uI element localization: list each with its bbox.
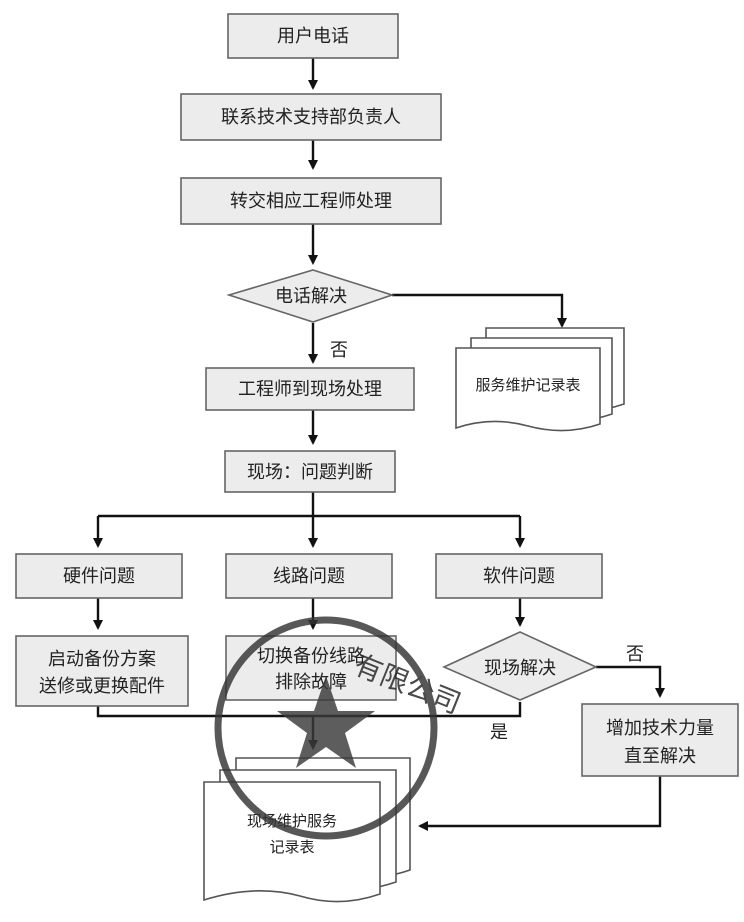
process-line-issue: 线路问题 [225, 553, 393, 599]
document-onsite-record: 现场维护服务 记录表 [203, 757, 411, 903]
process-user-call: 用户电话 [227, 13, 399, 59]
edge-decision-to-record [392, 293, 567, 328]
process-hardware-issue: 硬件问题 [15, 553, 183, 599]
label-line1: 增加技术力量 [606, 718, 714, 739]
edge-add-to-record [418, 776, 662, 831]
label-line2: 排除故障 [275, 672, 347, 693]
label: 电话解决 [275, 286, 347, 307]
label-line1: 启动备份方案 [48, 649, 156, 670]
label: 软件问题 [483, 566, 555, 587]
edge-decision-to-add [596, 665, 665, 698]
process-backup-plan: 启动备份方案 送修或更换配件 [15, 635, 189, 707]
label: 服务维护记录表 [475, 376, 580, 394]
label: 转交相应工程师处理 [230, 191, 392, 212]
label: 线路问题 [273, 566, 345, 587]
label: 现场：问题判断 [247, 462, 373, 483]
label-line2: 直至解决 [624, 746, 696, 767]
process-software-issue: 软件问题 [435, 553, 603, 599]
label: 硬件问题 [63, 566, 135, 587]
process-onsite-judgment: 现场：问题判断 [224, 450, 396, 493]
edge-label-yes-onsite: 是 [490, 722, 508, 743]
label: 现场解决 [484, 658, 556, 679]
label-line2: 记录表 [269, 838, 314, 856]
label: 工程师到现场处理 [238, 379, 382, 400]
decision-phone-resolved: 电话解决 [226, 269, 395, 323]
decision-onsite-resolved: 现场解决 [442, 631, 598, 701]
process-assign-engineer: 转交相应工程师处理 [180, 177, 442, 225]
label-line2: 送修或更换配件 [39, 676, 165, 697]
seal-star-icon [277, 676, 375, 768]
label: 用户电话 [277, 26, 349, 47]
process-onsite-handling: 工程师到现场处理 [205, 367, 415, 411]
process-contact-lead: 联系技术支持部负责人 [180, 93, 442, 141]
connectors [93, 58, 665, 831]
edge-label-no-phone: 否 [330, 340, 348, 361]
edge-label-no-onsite: 否 [626, 644, 644, 665]
label-line1: 切换备份线路 [257, 646, 365, 667]
document-maintenance-record: 服务维护记录表 [455, 327, 625, 432]
label: 联系技术支持部负责人 [221, 107, 401, 128]
process-add-resources: 增加技术力量 直至解决 [581, 703, 739, 777]
